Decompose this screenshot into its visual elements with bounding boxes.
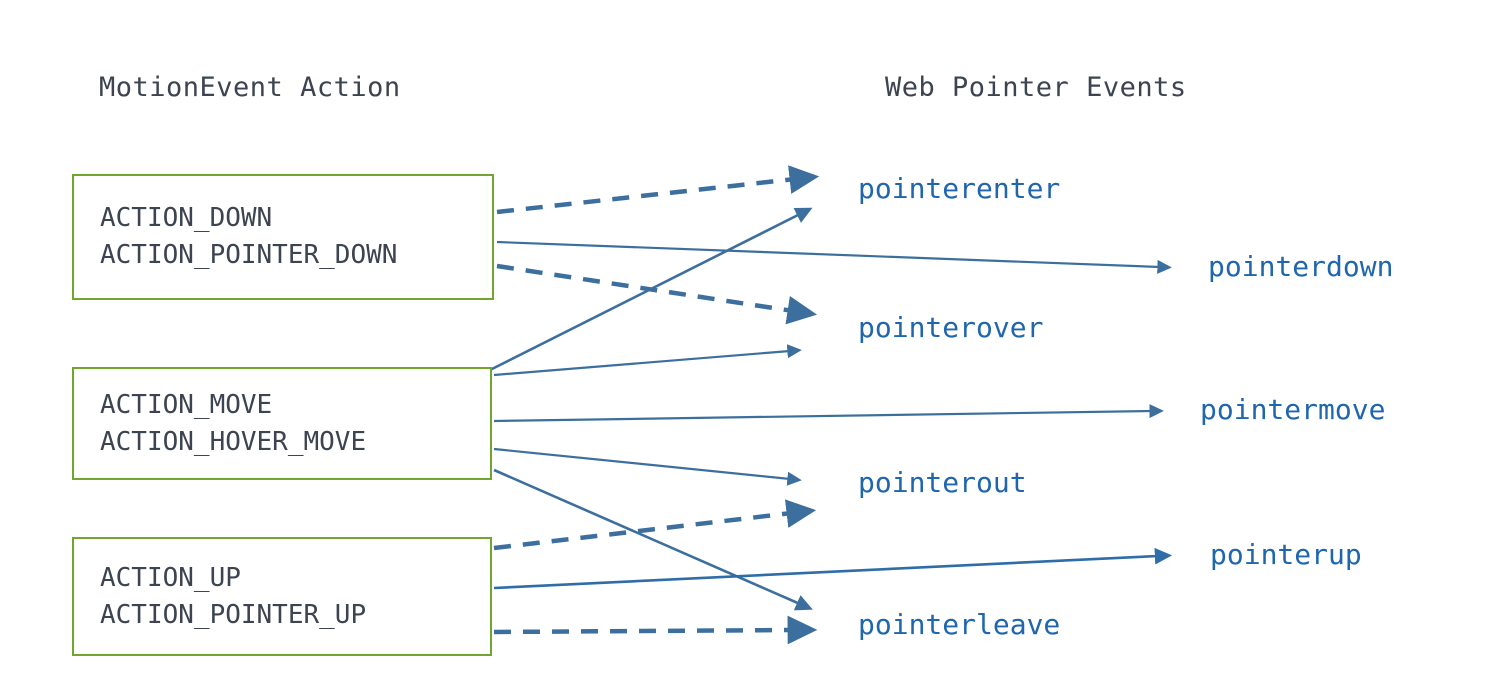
connector-down-to-pointerenter: [496, 165, 820, 215]
connector-move-to-pointerenter: [487, 207, 813, 373]
action-box-move[interactable]: ACTION_MOVE ACTION_HOVER_MOVE: [72, 367, 492, 480]
event-label-pointerdown: pointerdown: [1208, 250, 1394, 283]
connector-down-to-pointerdown: [496, 240, 1172, 274]
event-label-pointerup: pointerup: [1210, 538, 1362, 571]
action-label: ACTION_UP: [100, 562, 241, 593]
connector-up-to-pointerup: [493, 547, 1173, 590]
event-label-pointerover: pointerover: [858, 311, 1044, 344]
action-label: ACTION_POINTER_UP: [100, 599, 367, 630]
column-heading-motionevent-action: MotionEvent Action: [99, 72, 401, 103]
connector-move-to-pointerover: [493, 344, 802, 377]
column-heading-web-pointer-events: Web Pointer Events: [885, 72, 1187, 103]
connector-move-to-pointermove: [493, 404, 1164, 423]
connector-move-to-pointerleave: [493, 468, 813, 611]
connector-up-to-pointerout: [493, 499, 817, 551]
action-label: ACTION_POINTER_DOWN: [100, 240, 398, 270]
connector-move-to-pointerout: [493, 447, 802, 486]
action-box-up[interactable]: ACTION_UP ACTION_POINTER_UP: [72, 537, 492, 656]
action-label: ACTION_MOVE: [100, 389, 273, 420]
event-label-pointermove: pointermove: [1200, 393, 1386, 426]
action-box-down[interactable]: ACTION_DOWN ACTION_POINTER_DOWN: [72, 174, 494, 300]
event-label-pointerenter: pointerenter: [858, 172, 1061, 205]
event-label-pointerleave: pointerleave: [858, 608, 1061, 641]
action-label: ACTION_HOVER_MOVE: [100, 426, 367, 457]
connector-up-to-pointerleave: [493, 615, 818, 645]
action-label: ACTION_DOWN: [100, 203, 273, 234]
event-label-pointerout: pointerout: [858, 466, 1027, 499]
connector-down-to-pointerover: [496, 263, 818, 325]
